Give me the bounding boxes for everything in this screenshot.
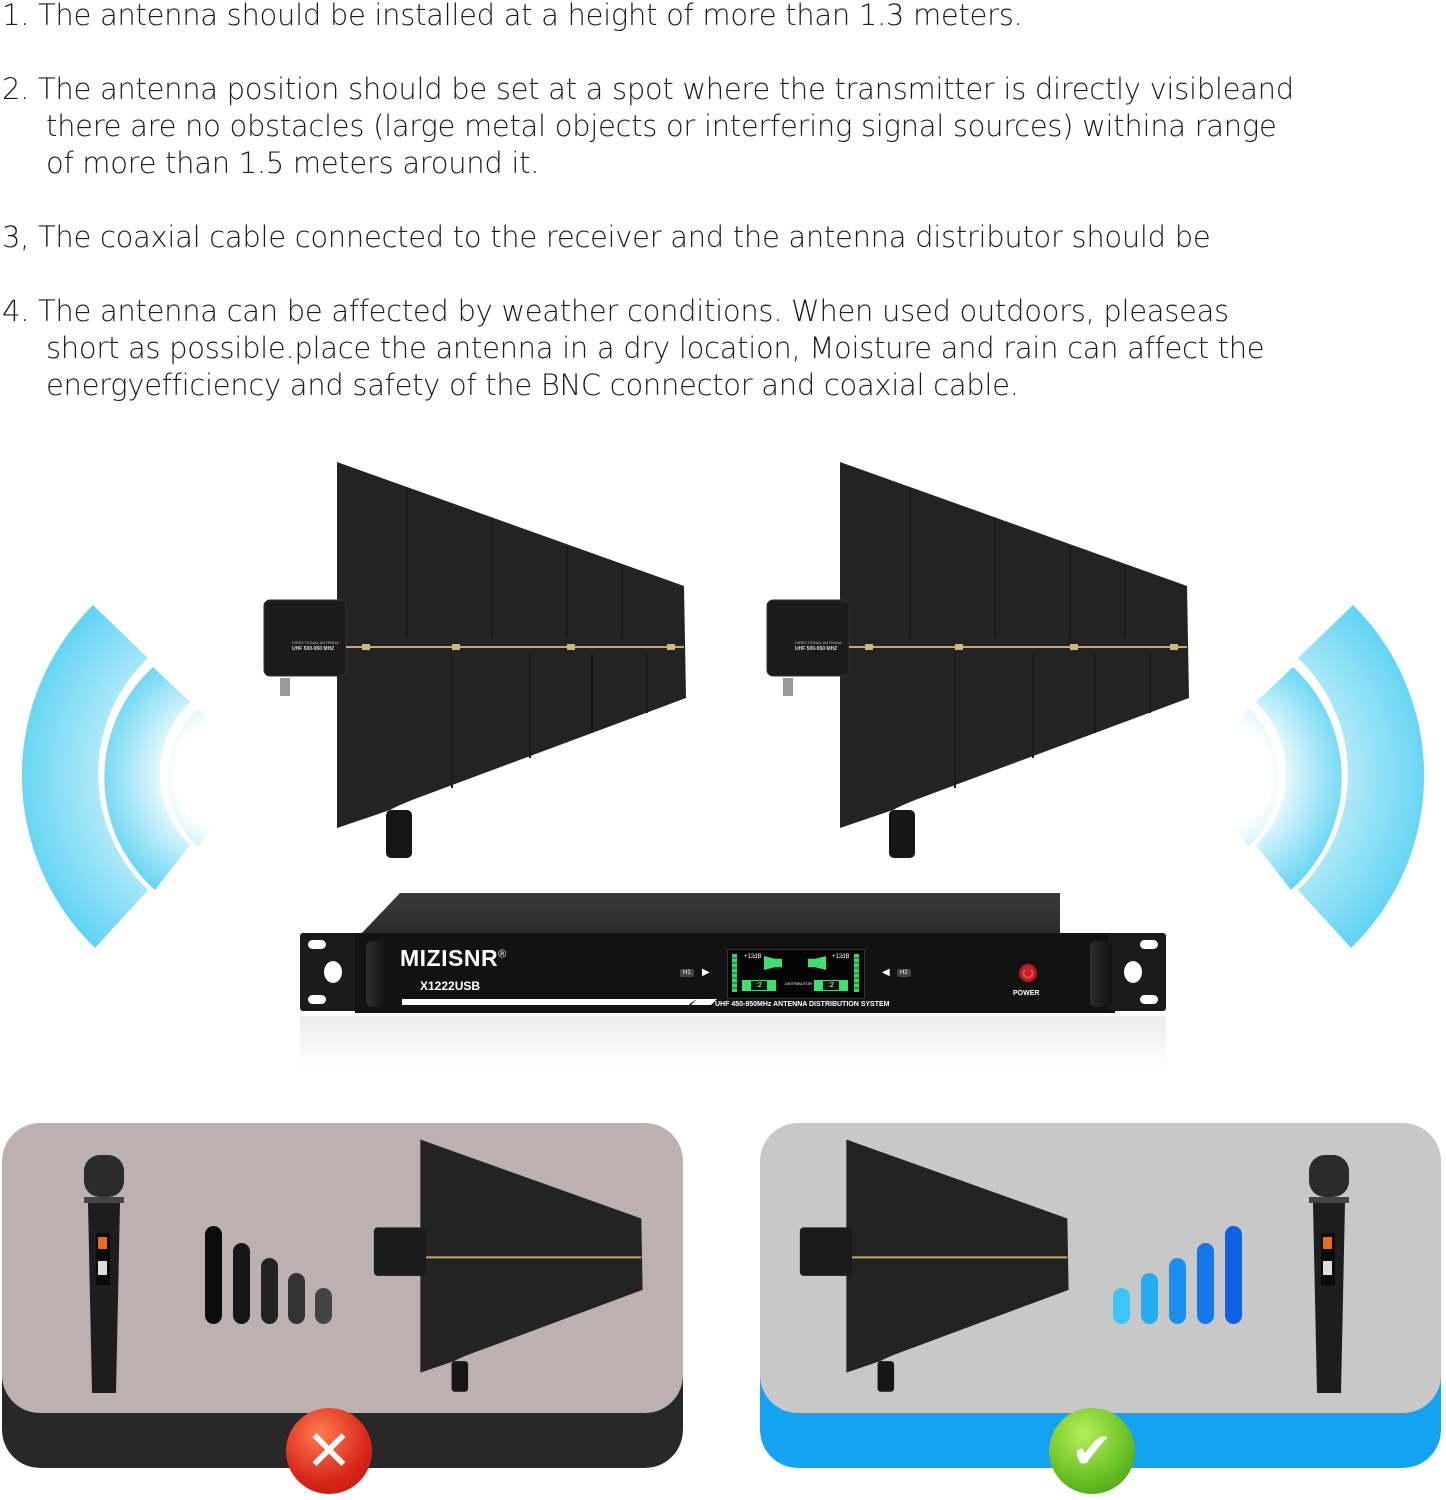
instruction-text: The coaxial cable connected to the recei… (38, 220, 1211, 254)
instruction-text: there are no obstacles (large metal obje… (46, 109, 1277, 143)
svg-text:UHF 500-950 MHZ: UHF 500-950 MHZ (795, 646, 837, 652)
input-h2-label: H2 (897, 969, 911, 977)
instruction-text: The antenna should be installed at a hei… (38, 0, 1023, 32)
instruction-number: 2. (2, 72, 30, 106)
instruction-text: energyefficiency and safety of the BNC c… (46, 368, 1019, 402)
instruction-1: 1. The antenna should be installed at a … (2, 0, 1023, 34)
gain-right: +12dB (832, 954, 850, 960)
gain-left: +12dB (744, 954, 762, 960)
arrow-right-icon: ▶ (702, 967, 710, 978)
comparison-panel-incorrect (2, 1123, 683, 1468)
instruction-text: of more than 1.5 meters around it. (46, 146, 540, 180)
signal-bar (1197, 1243, 1214, 1324)
instruction-3: 3, The coaxial cable connected to the re… (2, 219, 1211, 256)
level-meter-right (854, 954, 859, 992)
arrow-left-icon: ◀ (882, 967, 890, 978)
instruction-number: 3, (2, 220, 30, 254)
distributor-top-cover (360, 893, 1060, 935)
antenna-distributor: MIZISNR® X1222USB UHF 450-950MHz ANTENNA… (300, 893, 1166, 1068)
directional-antenna-small (373, 1139, 643, 1392)
decorative-stripe (402, 999, 697, 1005)
model-number: X1222USB (420, 979, 481, 993)
reflection (300, 1016, 1166, 1068)
signal-bar (1169, 1258, 1186, 1324)
antenna-label-1: DIRECTIONAL ANTENNA (292, 640, 339, 645)
brand-logo: MIZISNR® (400, 945, 507, 971)
svg-text:DIRECTIONAL ANTENNA: DIRECTIONAL ANTENNA (795, 640, 842, 645)
signal-bar (261, 1258, 278, 1324)
signal-waves-left-icon (21, 605, 215, 948)
comparison-panel-correct (760, 1123, 1441, 1468)
rack-ear-left (300, 933, 358, 1011)
rack-ear-right (1108, 933, 1166, 1011)
product-subtitle: UHF 450-950MHz ANTENNA DISTRIBUTION SYST… (715, 1001, 890, 1008)
channel-left: :2 (742, 980, 776, 991)
instruction-2: 2. The antenna position should be set at… (2, 71, 1294, 182)
power-button[interactable] (1018, 963, 1038, 983)
directional-antenna-small (799, 1139, 1069, 1392)
channel-right: :2 (814, 980, 848, 991)
instruction-number: 1. (2, 0, 30, 32)
directional-antenna-left: DIRECTIONAL ANTENNA UHF 500-950 MHZ (263, 462, 686, 858)
signal-bar (315, 1288, 332, 1324)
wireless-microphone-icon (84, 1155, 124, 1393)
display-center-label: DISTRIBUTOR (785, 981, 813, 986)
instruction-text: short as possible.place the antenna in a… (46, 331, 1265, 365)
power-label: POWER (1013, 990, 1040, 997)
instruction-text: The antenna can be affected by weather c… (38, 294, 1229, 328)
checkmark-icon: ✔ (1049, 1408, 1135, 1494)
directional-antenna-right: DIRECTIONAL ANTENNA UHF 500-950 MHZ (766, 462, 1189, 858)
speaker-left-icon (764, 956, 782, 970)
rack-handle-left (366, 941, 388, 1007)
svg-text:UHF 500-950 MHZ: UHF 500-950 MHZ (292, 646, 334, 652)
signal-bar (1113, 1288, 1130, 1324)
wireless-microphone-icon (1309, 1155, 1349, 1393)
signal-bar (205, 1226, 222, 1324)
instruction-number: 4. (2, 294, 30, 328)
input-h1-label: H1 (680, 969, 694, 977)
lcd-display: +12dB +12dB :2 DISTRIBUTOR :2 (727, 949, 865, 999)
x-icon: ✕ (286, 1408, 372, 1494)
rack-handle-right (1090, 941, 1112, 1007)
instruction-4: 4. The antenna can be affected by weathe… (2, 293, 1265, 404)
signal-waves-right-icon (1231, 605, 1425, 948)
instruction-text: The antenna position should be set at a … (38, 72, 1294, 106)
level-meter-left (732, 954, 737, 992)
signal-bar (1225, 1226, 1242, 1324)
signal-bar (233, 1243, 250, 1324)
signal-bar (288, 1273, 305, 1324)
speaker-right-icon (808, 956, 826, 970)
signal-bar (1141, 1273, 1158, 1324)
